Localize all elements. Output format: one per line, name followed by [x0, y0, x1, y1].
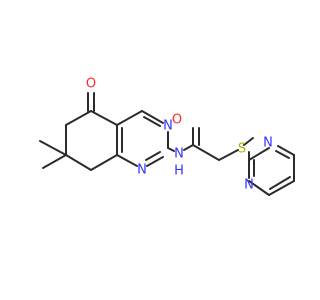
bond [248, 180, 270, 196]
bond [143, 116, 161, 127]
bond [268, 180, 295, 196]
amide-nitrogen-label: N [174, 147, 184, 162]
cyclohexanone-ring-bonds [65, 110, 118, 171]
amide-linker-bonds [167, 127, 239, 161]
bond [90, 110, 118, 126]
bond [65, 154, 92, 171]
amide-oxygen-label: O [172, 113, 182, 128]
bond [90, 154, 118, 171]
pyrimidine-nitrogen-bottom-label: N [137, 163, 147, 178]
bond [42, 154, 67, 169]
bond [65, 110, 92, 126]
bond [141, 110, 164, 124]
bond [116, 110, 143, 126]
bond [269, 176, 291, 190]
ketone-double-bond [87, 92, 95, 112]
pyrimidine-nitrogen-top-label: N [163, 119, 173, 134]
bond [275, 150, 290, 159]
bond [116, 154, 138, 167]
bond [248, 147, 270, 161]
bond [145, 151, 161, 161]
bond [243, 137, 254, 146]
bond [277, 145, 295, 156]
bond [39, 140, 67, 156]
bond [167, 147, 175, 152]
amide-hydrogen-label: H [174, 164, 184, 179]
molecule-structure: O N N N H O S N N [39, 77, 295, 196]
bond [146, 156, 164, 167]
gem-dimethyl-bonds [39, 140, 67, 169]
bond [183, 144, 194, 151]
pyrimidinyl-nitrogen-top-label: N [263, 136, 273, 151]
sulfur-label: S [238, 142, 246, 157]
pyrimidine-core-bonds [116, 110, 169, 167]
bond [192, 144, 220, 161]
atom-labels: O N N N H O S N N [86, 77, 273, 193]
pyrimidinyl-ring-bonds [243, 137, 295, 196]
ketone-oxygen-label: O [86, 77, 96, 92]
pyrimidinyl-nitrogen-bottom-label: N [244, 178, 254, 193]
bond [218, 149, 239, 161]
